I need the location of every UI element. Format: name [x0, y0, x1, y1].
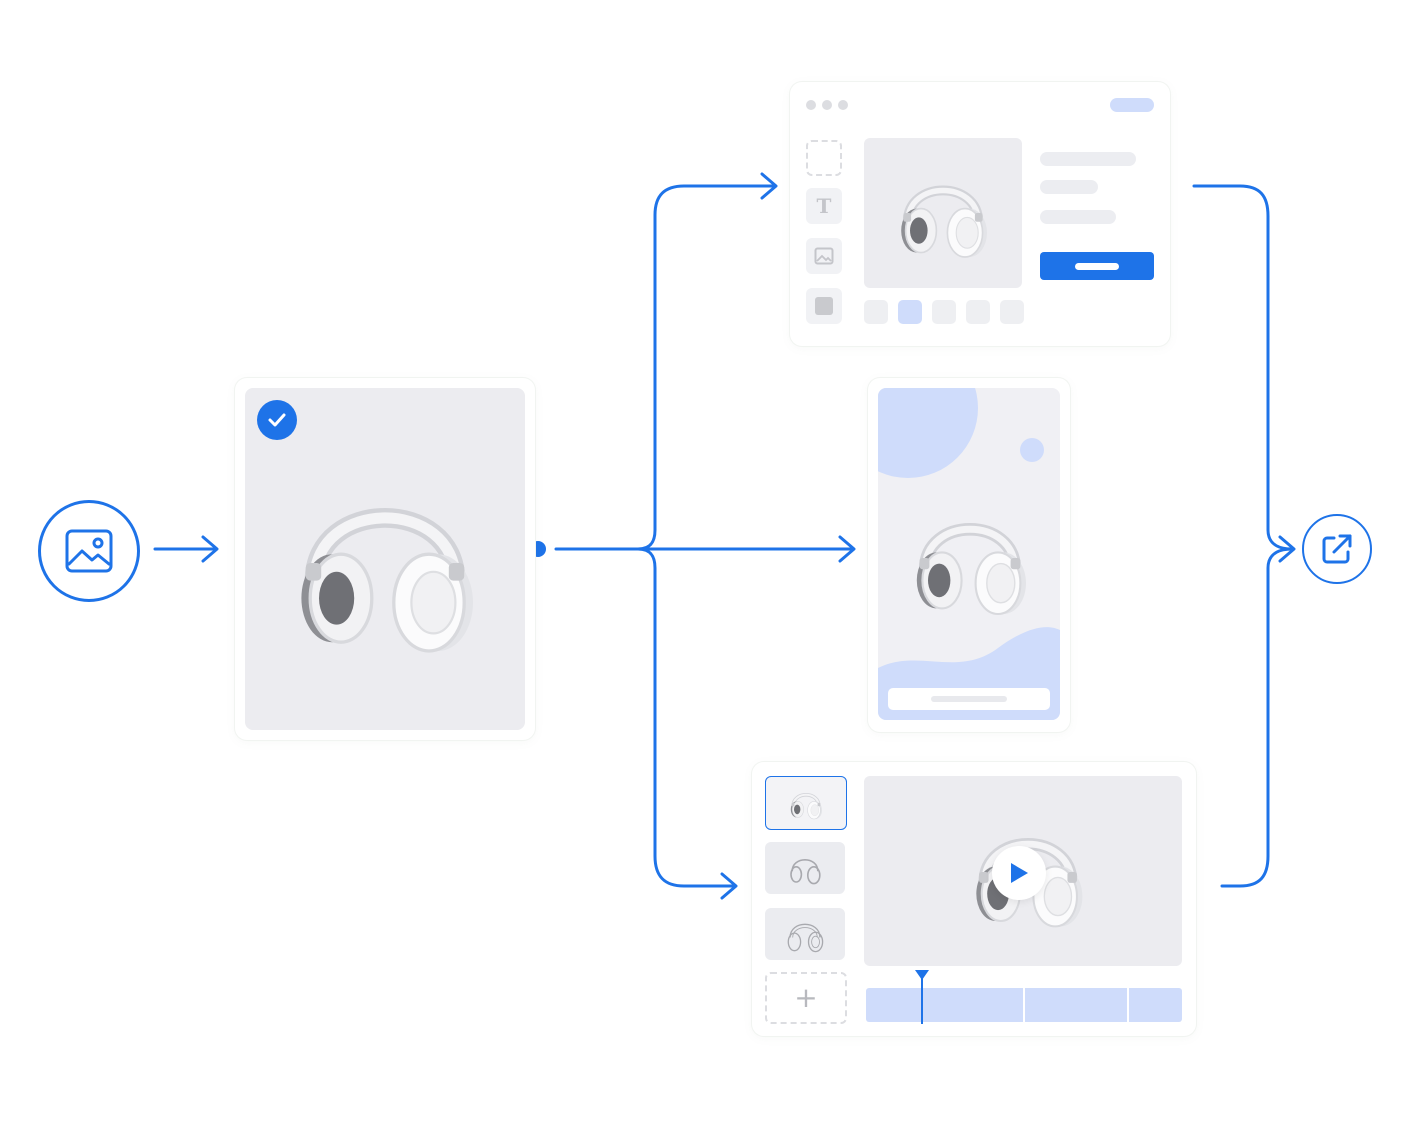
- swatch-3[interactable]: [932, 300, 956, 324]
- window-pill: [1110, 98, 1154, 112]
- cta-button-label-bar: [1075, 262, 1119, 270]
- text-tool-glyph: T: [816, 194, 832, 218]
- thumbnail-outline[interactable]: [765, 842, 845, 894]
- export-output-node[interactable]: [1302, 514, 1372, 584]
- source-image-node[interactable]: [38, 500, 140, 602]
- shape-tool[interactable]: [806, 288, 842, 324]
- check-icon: [268, 413, 286, 427]
- headphones-image: [786, 781, 826, 825]
- text-placeholder-1: [1040, 152, 1136, 166]
- thumbnail-sketch[interactable]: [765, 908, 845, 960]
- image-icon: [65, 529, 113, 573]
- video-preview: [864, 776, 1182, 966]
- mobile-cta-bar[interactable]: [888, 688, 1050, 710]
- text-placeholder-2: [1040, 180, 1098, 194]
- swatch-2[interactable]: [898, 300, 922, 324]
- headphones-image: [900, 478, 1040, 638]
- window-dots: [806, 100, 848, 110]
- headphones-image: [888, 150, 998, 276]
- playhead[interactable]: [914, 968, 930, 1024]
- playhead-marker-icon: [915, 970, 929, 1024]
- cta-button[interactable]: [1040, 252, 1154, 280]
- merge-connector: [1192, 184, 1296, 888]
- headphones-image: [275, 438, 495, 688]
- text-placeholder-3: [1040, 210, 1116, 224]
- web-editor-card[interactable]: T: [790, 82, 1170, 346]
- headphones-sketch-icon: [787, 923, 824, 953]
- swatch-4[interactable]: [966, 300, 990, 324]
- timeline-track[interactable]: [866, 988, 1182, 1022]
- add-clip-button[interactable]: +: [765, 972, 847, 1024]
- swatch-5[interactable]: [1000, 300, 1024, 324]
- play-button[interactable]: [992, 846, 1046, 900]
- selected-badge[interactable]: [257, 400, 297, 440]
- selected-photo-card[interactable]: [235, 378, 535, 740]
- image-tool[interactable]: [806, 238, 842, 274]
- headphones-outline-icon: [790, 859, 821, 885]
- branch-connector: [554, 172, 856, 900]
- timeline-divider: [1023, 988, 1025, 1022]
- play-icon: [1011, 863, 1028, 883]
- image-tool-icon: [814, 247, 834, 265]
- editor-canvas-photo: [864, 138, 1022, 288]
- external-link-icon: [1322, 534, 1352, 564]
- product-photo: [245, 388, 525, 730]
- arrow-source-to-photo: [153, 535, 219, 563]
- mobile-cta-text-bar: [931, 696, 1007, 702]
- mobile-story-card[interactable]: [868, 378, 1070, 732]
- mobile-screen: [878, 388, 1060, 720]
- plus-icon: +: [794, 981, 818, 1014]
- video-editor-card[interactable]: +: [752, 762, 1196, 1036]
- text-tool[interactable]: T: [806, 188, 842, 224]
- square-icon: [815, 297, 833, 315]
- swatch-1[interactable]: [864, 300, 888, 324]
- select-tool[interactable]: [806, 140, 842, 176]
- thumbnail-photo[interactable]: [765, 776, 847, 830]
- timeline-divider: [1127, 988, 1129, 1022]
